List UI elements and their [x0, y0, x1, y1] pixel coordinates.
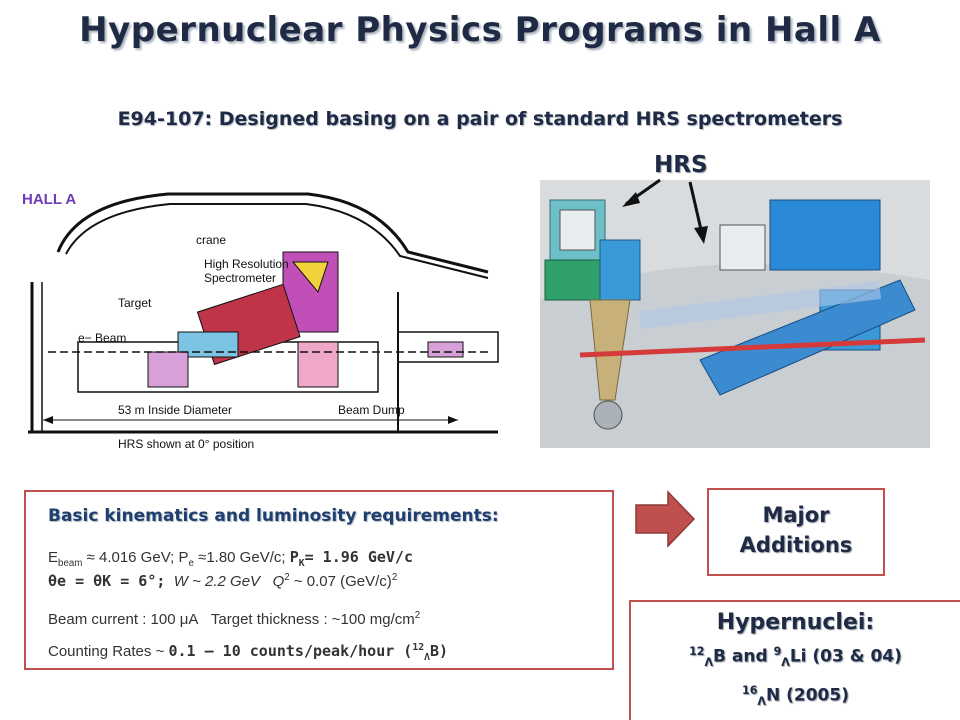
- ebeam-symbol: E: [48, 549, 59, 566]
- hypernuclei-line1: 12ΛB and 9ΛLi (03 & 04): [631, 641, 960, 674]
- major-additions-box: Major Additions: [707, 488, 885, 576]
- ebeam-value: ≈ 4.016 GeV; P: [82, 549, 189, 566]
- b-subscript: Λ: [704, 656, 714, 670]
- kinematics-heading: Basic kinematics and luminosity requirem…: [48, 506, 499, 526]
- right-arrow-icon: [635, 490, 696, 548]
- energy-line: Ebeam ≈ 4.016 GeV; Pe ≈1.80 GeV/c; PK= 1…: [48, 548, 413, 569]
- target-thickness: Target thickness : ~100 mg/cm: [210, 611, 415, 628]
- hrs-3d-render: [540, 180, 930, 448]
- beam-dump-label: Beam Dump: [338, 403, 405, 417]
- li-text: Li (03 & 04): [789, 646, 902, 667]
- counting-prefix: Counting Rates ~: [48, 643, 169, 660]
- n-text: N (2005): [765, 685, 849, 706]
- major-additions-line1: Major: [762, 503, 830, 527]
- counting-value: 0.1 – 10 counts/peak/hour (: [168, 642, 413, 660]
- crane-label: crane: [196, 233, 226, 247]
- target-label: Target: [118, 296, 152, 310]
- pe-subscript: e: [188, 558, 194, 569]
- counting-suffix: B): [429, 642, 449, 660]
- hypernuclei-line2: 16ΛN (2005): [631, 680, 960, 713]
- counting-superscript: 12: [412, 642, 425, 653]
- n-subscript: Λ: [757, 695, 766, 709]
- beam-current: Beam current : 100 μA: [48, 611, 199, 628]
- beam-label: e− Beam: [78, 331, 126, 345]
- q-symbol: Q: [272, 573, 285, 590]
- q-superscript: 2: [284, 572, 290, 583]
- ebeam-subscript: beam: [58, 558, 83, 569]
- hall-label: HALL A: [22, 191, 76, 208]
- major-additions-line2: Additions: [739, 533, 853, 557]
- q-unit-superscript: 2: [391, 572, 398, 583]
- q-value: ~ 0.07 (GeV/c): [289, 573, 392, 590]
- position-label: HRS shown at 0° position: [118, 437, 254, 451]
- hypernuclei-title: Hypernuclei:: [716, 610, 875, 635]
- pe-value: ≈1.80 GeV/c;: [193, 549, 290, 566]
- w-value: W ~ 2.2 GeV: [173, 573, 261, 590]
- diameter-label: 53 m Inside Diameter: [118, 403, 232, 417]
- b-superscript: 12: [689, 645, 705, 658]
- hrs-label: HRS: [654, 152, 708, 178]
- hrs-pointer-arrows: [622, 178, 708, 244]
- b-text: B and: [713, 646, 774, 667]
- angle-line: θe = θK = 6°; W ~ 2.2 GeV Q2 ~ 0.07 (GeV…: [48, 572, 397, 590]
- counting-line: Counting Rates ~ 0.1 – 10 counts/peak/ho…: [48, 642, 448, 663]
- theta-value: θe = θK = 6°;: [48, 572, 166, 590]
- kinematics-box: Basic kinematics and luminosity requirem…: [24, 490, 614, 670]
- slide-title: Hypernuclear Physics Programs in Hall A: [79, 10, 881, 50]
- beam-line: Beam current : 100 μA Target thickness :…: [48, 610, 420, 628]
- pk-symbol: P: [289, 548, 299, 566]
- n-superscript: 16: [742, 684, 758, 698]
- hall-a-diagram: HALL A crane High Resolution Spectromete…: [18, 182, 508, 462]
- li-subscript: Λ: [781, 656, 790, 670]
- slide-subtitle: E94-107: Designed basing on a pair of st…: [117, 108, 843, 130]
- pk-value: = 1.96 GeV/c: [304, 548, 413, 566]
- li-superscript: 9: [773, 645, 782, 658]
- spectrometer-label-1: High Resolution: [204, 257, 289, 271]
- counting-subscript: Λ: [424, 652, 430, 663]
- spectrometer-label-2: Spectrometer: [204, 271, 276, 285]
- hypernuclei-box: Hypernuclei: 12ΛB and 9ΛLi (03 & 04) 16Λ…: [629, 600, 960, 720]
- thickness-superscript: 2: [414, 610, 421, 621]
- pk-subscript: K: [298, 558, 305, 569]
